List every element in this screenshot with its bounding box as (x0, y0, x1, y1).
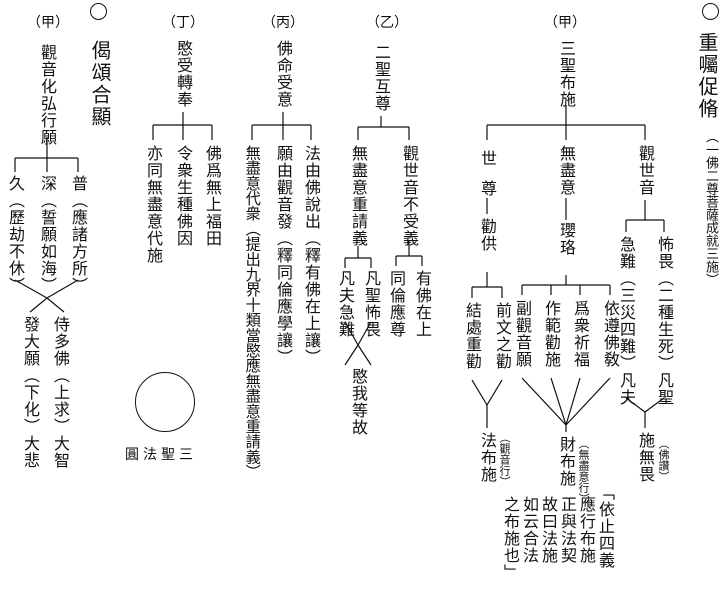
branch-item: 令衆生種佛因 (174, 145, 193, 247)
three-sages-circle (135, 372, 195, 432)
intro-subtitle: （一佛二尊菩薩成就三施） (703, 130, 718, 286)
branch-item: 依遵佛敎 (601, 300, 620, 368)
branch-item: 佛爲無上福田 (203, 145, 222, 247)
quote-line: 故曰法施 (539, 496, 558, 564)
bullet-circle-icon (90, 3, 107, 20)
section-header: （丙） (262, 15, 304, 31)
branch-connector-label: 瓔珞 (557, 222, 576, 256)
branch-item: 願由觀音發（釋同倫應學讓） (274, 145, 293, 366)
quote-line: 「依止四義 (596, 484, 615, 569)
branch-item: 前文之勸 (493, 302, 512, 370)
result-item: 發大願（下化）大悲 (21, 316, 40, 469)
result-label: 法布施 (478, 432, 497, 483)
section-topic: 觀音化弘行願 (38, 44, 57, 146)
circle-label: 圓法聖三 (125, 447, 197, 463)
quote-line: 應行布施 (577, 496, 596, 564)
branch-label: 觀世音不受義 (400, 145, 419, 247)
section-header: （甲） (27, 15, 69, 31)
branch-item: 怖畏（二種生死）凡聖 (655, 236, 674, 406)
result-note: （無盡意行） (577, 438, 590, 504)
section-topic: 佛命受意 (274, 40, 293, 108)
result-label: 愍我等故 (349, 368, 368, 436)
result-label: 施無畏 (636, 432, 655, 483)
result-label: 財布施 (557, 436, 576, 487)
section-topic: 三聖布施 (557, 40, 576, 108)
section-topic: 二聖互尊 (372, 44, 391, 112)
branch-item: 爲衆祈福 (571, 300, 590, 368)
section-topic: 愍受轉奉 (174, 40, 193, 108)
branch-item: 亦同無盡意代施 (144, 145, 163, 264)
branch-item: 急難（三災四難）凡夫 (617, 236, 636, 406)
quote-line: 正與法契 (558, 496, 577, 564)
branch-item: 作範勸施 (542, 300, 561, 368)
section-header: （乙） (366, 15, 408, 31)
branch-label: 尊 (478, 180, 497, 197)
verse-title: 偈頌合顯 (88, 40, 112, 128)
branch-item: 深（誓願如海） (38, 175, 57, 294)
result-note: （佛讚） (657, 438, 670, 482)
branch-item: 普（應諸方所） (69, 175, 88, 294)
branch-item: 有佛在上 (413, 270, 432, 338)
intro-title: 重囑促脩 (695, 32, 719, 120)
branch-connector-label: 勸供 (478, 218, 497, 252)
branch-item: 副觀音願 (513, 300, 532, 368)
section-header: （甲） (544, 15, 586, 31)
branch-item: 凡聖怖畏 (362, 270, 381, 338)
branch-item: 無盡意代衆（提出九界十類當愍應無盡意重請義） (243, 145, 262, 480)
branch-item: 同倫應尊 (387, 270, 406, 338)
branch-item: 久（歷劫不休） (6, 175, 25, 294)
quote-line: 之布施也」 (501, 496, 520, 581)
branch-item: 法由佛說出（釋有佛在上讓） (302, 145, 321, 366)
branch-label: 世 (478, 150, 497, 167)
section-header: （丁） (162, 15, 204, 31)
result-item: 侍多佛（上求）大智 (51, 316, 70, 469)
branch-item: 凡夫急難 (336, 270, 355, 338)
branch-label: 無盡意重請義 (349, 145, 368, 247)
result-note: （觀音行） (498, 432, 511, 487)
branch-item: 結處重勸 (463, 302, 482, 370)
quote-line: 如云合法 (520, 496, 539, 564)
branch-label: 觀世音 (636, 145, 655, 196)
branch-label: 無盡意 (557, 145, 576, 196)
bullet-circle-icon (702, 3, 719, 20)
